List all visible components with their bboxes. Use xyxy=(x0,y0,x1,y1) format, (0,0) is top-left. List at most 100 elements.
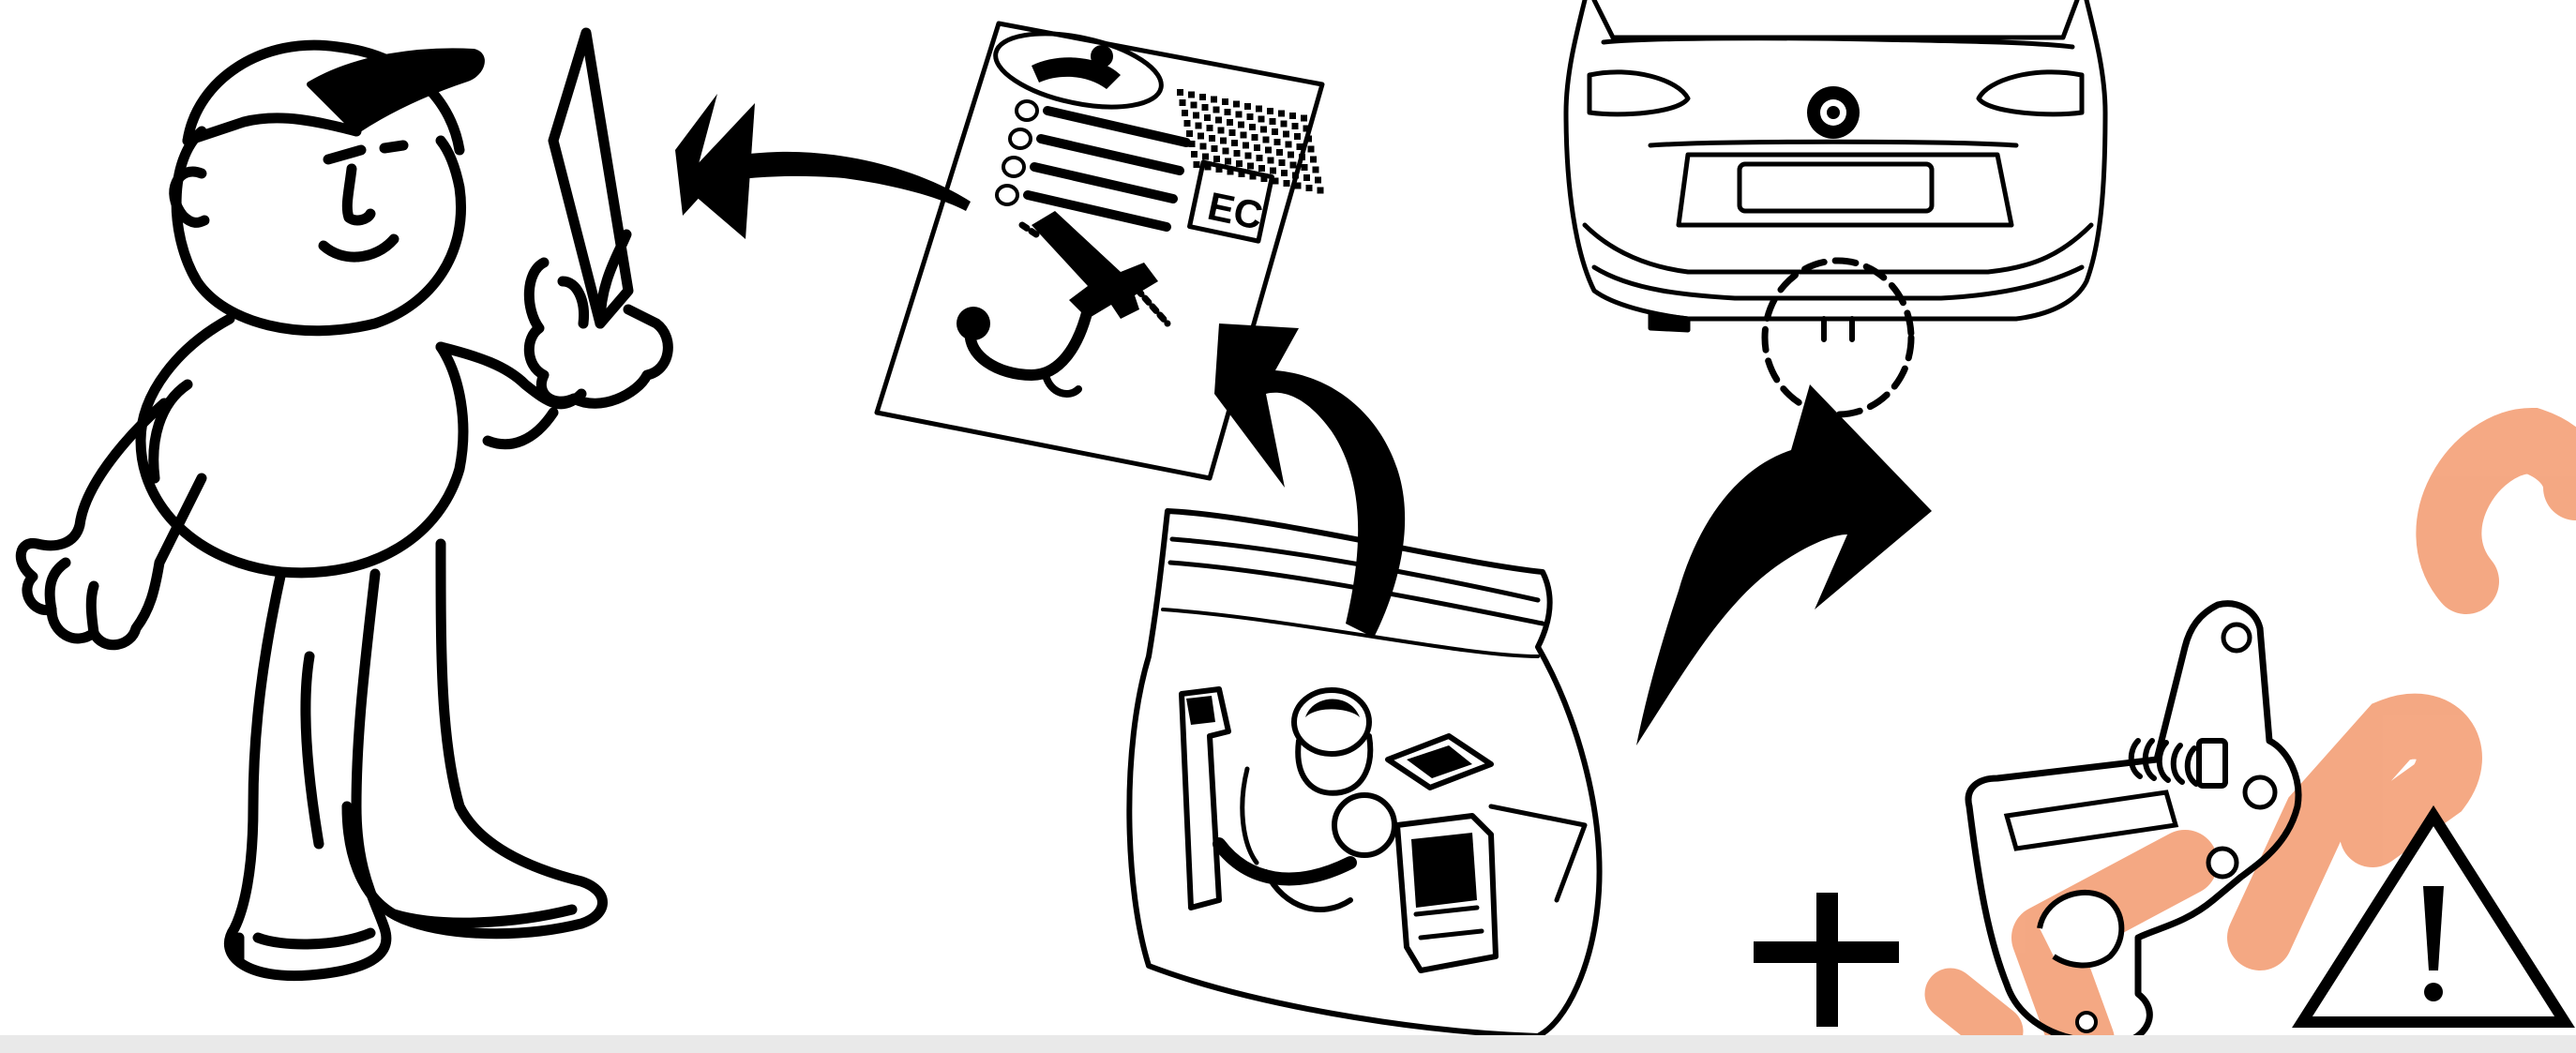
dot-grid-cell xyxy=(1227,168,1234,175)
dot-grid-cell xyxy=(1204,163,1212,171)
dot-grid-cell xyxy=(1280,120,1288,128)
dot-grid-cell xyxy=(1307,145,1315,153)
dot-grid-cell xyxy=(1289,161,1297,169)
dot-grid-cell xyxy=(1272,128,1278,135)
certificate-row-marker xyxy=(1015,99,1039,122)
dot-grid-cell xyxy=(1305,135,1312,143)
arrow-to-person xyxy=(675,94,971,216)
dot-grid-cell xyxy=(1270,167,1276,174)
dot-grid-cell xyxy=(1246,113,1254,120)
hardware-bag xyxy=(1126,508,1603,1039)
dot-grid-cell xyxy=(1201,104,1209,111)
dot-grid-cell xyxy=(1233,100,1240,108)
dot-grid-cell xyxy=(1303,174,1310,181)
dot-grid-cell xyxy=(1215,116,1222,124)
dot-grid-cell xyxy=(1258,165,1265,172)
certificate-row-line xyxy=(1036,134,1184,175)
dot-grid-cell xyxy=(1260,175,1268,182)
dot-grid-cell xyxy=(1215,166,1223,173)
dot-grid-cell xyxy=(1238,121,1244,128)
certificate-row-marker xyxy=(995,184,1019,206)
dot-grid-cell xyxy=(1217,127,1225,134)
dot-grid-cell xyxy=(1249,173,1257,180)
dot-grid-cell xyxy=(1225,158,1231,165)
dot-grid-cell xyxy=(1267,108,1273,114)
dot-grid-cell xyxy=(1231,140,1238,146)
dot-grid-cell xyxy=(1305,185,1313,191)
certificate-row-marker xyxy=(1002,156,1026,178)
dot-grid-cell xyxy=(1236,160,1243,167)
dot-grid-cell xyxy=(1251,134,1258,141)
bracket-bolt xyxy=(2128,738,2228,789)
dot-grid-cell xyxy=(1183,120,1191,127)
dot-grid-cell xyxy=(1303,125,1310,132)
dot-grid-cell xyxy=(1190,101,1198,109)
dot-grid-cell xyxy=(1211,145,1218,152)
dot-grid-cell xyxy=(1228,129,1236,136)
dot-grid-cell xyxy=(1310,156,1317,163)
dot-grid-cell xyxy=(1243,142,1249,149)
dot-grid-cell xyxy=(1294,182,1302,189)
dot-grid-cell xyxy=(1244,103,1251,110)
dot-grid-cell xyxy=(1202,153,1209,160)
certificate-row-line xyxy=(1030,162,1178,203)
dot-grid-cell xyxy=(1186,130,1193,137)
dot-grid-cell xyxy=(1238,171,1245,177)
dot-grid-cell xyxy=(1244,152,1252,159)
dot-grid-cell xyxy=(1283,180,1290,187)
dot-grid-cell xyxy=(1278,159,1286,166)
bottom-strip xyxy=(0,1035,2576,1053)
arrow-to-person-head xyxy=(680,103,755,239)
dot-grid-cell xyxy=(1199,143,1207,150)
dot-grid-cell xyxy=(1213,106,1220,113)
dot-grid-cell xyxy=(1224,109,1231,115)
car-number-plate xyxy=(1737,161,1935,214)
dot-grid-cell xyxy=(1182,110,1188,116)
mechanic-figure xyxy=(15,27,673,982)
dot-grid-cell xyxy=(1301,164,1308,171)
dot-grid-cell xyxy=(1276,149,1283,156)
tow-hitch-highlight xyxy=(1761,257,1915,418)
dot-grid-cell xyxy=(1254,144,1260,151)
dot-grid-cell xyxy=(1292,172,1299,179)
dot-grid-cell xyxy=(1258,115,1265,123)
dot-grid-cell xyxy=(1193,112,1199,119)
plus-sign-icon xyxy=(1754,893,1899,1027)
dot-grid-cell xyxy=(1209,135,1215,142)
certificate-row-line xyxy=(1043,106,1191,147)
dot-grid-cell xyxy=(1177,89,1183,96)
dot-grid-cell xyxy=(1256,105,1262,113)
mounting-bracket xyxy=(1965,600,2302,1045)
dot-grid-cell xyxy=(1315,176,1321,184)
dot-grid-cell xyxy=(1193,161,1200,168)
dot-grid-cell xyxy=(1240,131,1247,139)
arrow-to-car xyxy=(1636,384,1932,745)
dot-grid-cell xyxy=(1288,151,1294,158)
certificate-towbar-drawing xyxy=(957,211,1171,398)
dot-grid-cell xyxy=(1262,136,1270,143)
certificate-dot-grid xyxy=(1177,89,1324,194)
arrow-to-certificate xyxy=(1214,323,1406,638)
dot-grid-cell xyxy=(1222,147,1229,155)
cap-visor xyxy=(307,48,485,134)
dot-grid-cell xyxy=(1188,141,1196,147)
dot-grid-cell xyxy=(1233,150,1241,157)
certificate-row-marker xyxy=(1008,128,1032,150)
dot-grid-cell xyxy=(1294,133,1301,140)
dot-grid-cell xyxy=(1206,125,1213,131)
dot-grid-cell xyxy=(1283,130,1289,138)
dot-grid-cell xyxy=(1188,91,1195,98)
dot-grid-cell xyxy=(1195,122,1202,129)
dot-grid-cell xyxy=(1289,113,1296,119)
car-badge xyxy=(1807,86,1860,139)
dot-grid-cell xyxy=(1227,119,1233,126)
dot-grid-cell xyxy=(1272,177,1279,185)
dot-grid-cell xyxy=(1260,126,1267,133)
car-rear xyxy=(1563,0,2108,418)
dot-grid-cell xyxy=(1269,118,1276,125)
dot-grid-cell xyxy=(1299,154,1305,160)
dot-grid-cell xyxy=(1235,111,1243,118)
dot-grid-cell xyxy=(1312,166,1319,173)
